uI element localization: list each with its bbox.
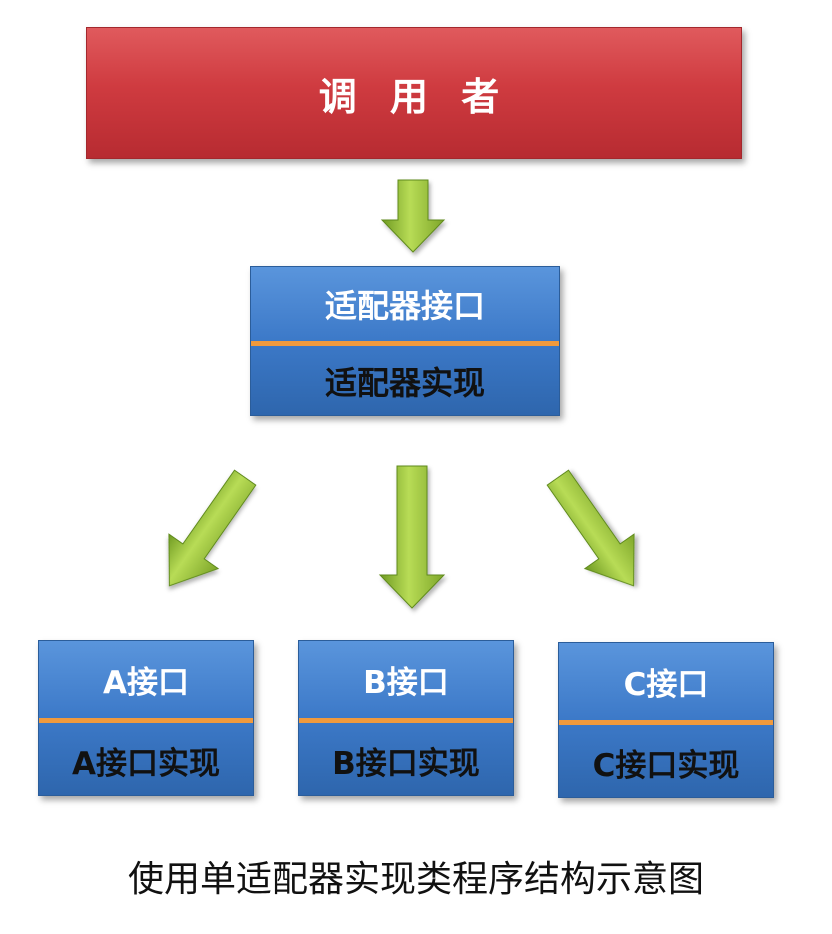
interface-c-impl-label: C接口实现: [592, 747, 740, 784]
adapter-impl-label: 适配器实现: [324, 364, 485, 402]
interface-a-label: A接口: [103, 664, 189, 701]
interface-b-impl-label: B接口实现: [332, 745, 480, 782]
interface-c-divider: [559, 720, 773, 725]
adapter-interface-label: 适配器接口: [324, 287, 485, 325]
interface-c-label: C接口: [623, 666, 709, 703]
adapter-box: 适配器接口 适配器实现: [250, 266, 560, 416]
arrow-caller-to-adapter: [380, 179, 446, 253]
caller-label: 调 用 者: [318, 74, 510, 119]
interface-a-divider: [39, 718, 253, 723]
diagram-caption: 使用单适配器实现类程序结构示意图: [127, 859, 704, 900]
interface-b-box: B接口 B接口实现: [298, 640, 514, 796]
interface-b-divider: [299, 718, 513, 723]
interface-c-box: C接口 C接口实现: [558, 642, 774, 798]
interface-a-impl-label: A接口实现: [72, 745, 220, 782]
adapter-divider: [251, 341, 559, 346]
caller-box: 调 用 者: [86, 27, 742, 159]
arrow-adapter-to-c: [546, 469, 635, 587]
interface-b-label: B接口: [363, 664, 449, 701]
arrow-adapter-to-b: [378, 465, 446, 609]
arrow-adapter-to-a: [168, 469, 257, 587]
interface-a-box: A接口 A接口实现: [38, 640, 254, 796]
